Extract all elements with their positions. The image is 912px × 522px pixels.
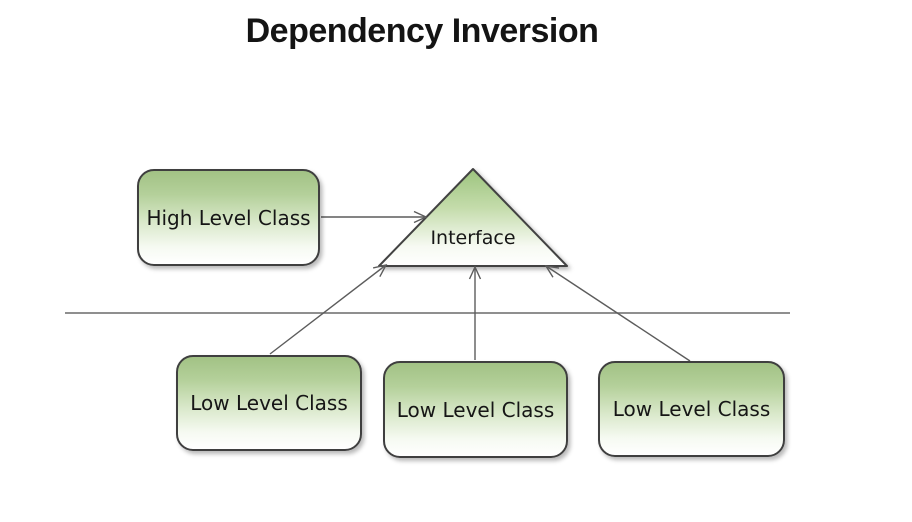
- arrow-low1-to-interface: [269, 263, 388, 355]
- low-level-class-label-3: Low Level Class: [612, 397, 771, 421]
- low-level-class-node-1: Low Level Class: [176, 355, 362, 451]
- high-level-class-node: High Level Class: [137, 169, 320, 266]
- arrow-low3-to-interface: [544, 265, 691, 362]
- interface-node-label: Interface: [430, 227, 516, 249]
- diagram-title: Dependency Inversion: [245, 12, 599, 50]
- high-level-class-label: High Level Class: [146, 205, 311, 230]
- low-level-class-node-2: Low Level Class: [383, 361, 568, 458]
- low-level-class-label-1: Low Level Class: [190, 391, 348, 415]
- low-level-class-node-3: Low Level Class: [598, 361, 785, 457]
- low-level-class-label-2: Low Level Class: [396, 397, 555, 422]
